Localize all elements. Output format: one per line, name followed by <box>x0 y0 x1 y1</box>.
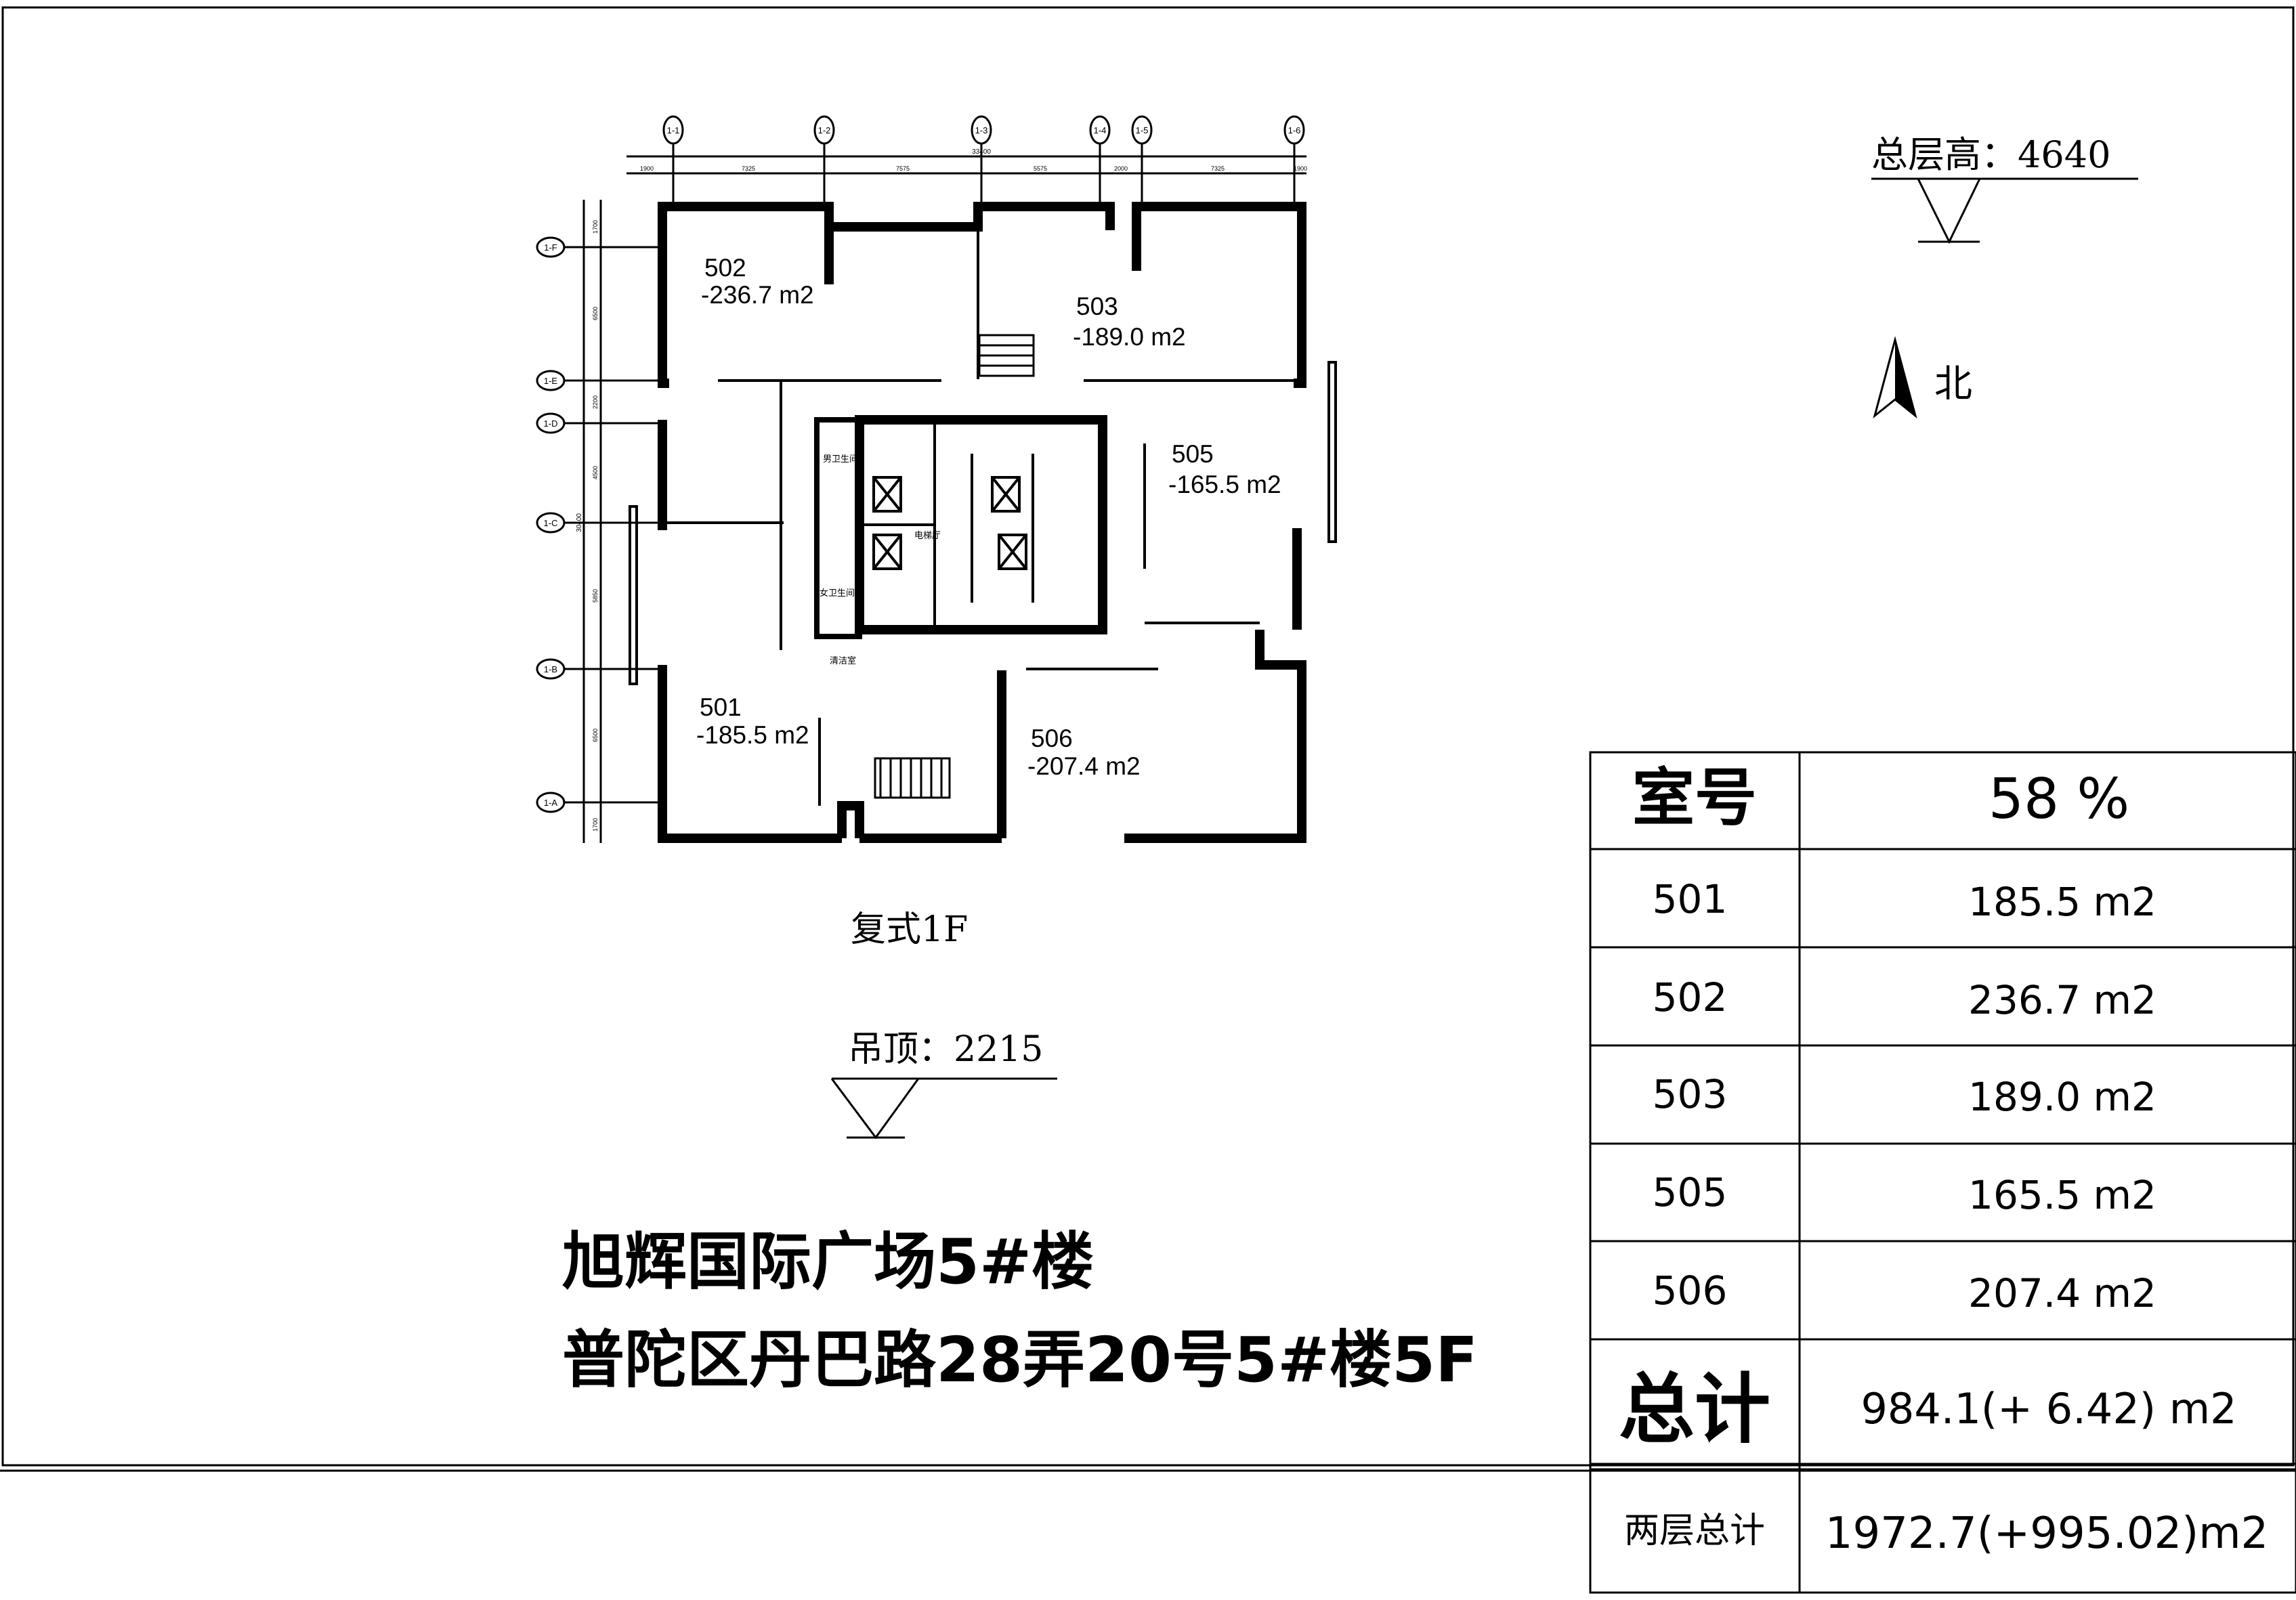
grid-axes-top <box>626 115 1306 207</box>
floor-height-label: 总层高：4640 <box>1871 133 2110 176</box>
dimension: 7325 <box>1211 165 1225 172</box>
dimension: 7575 <box>896 165 910 172</box>
stair-icons <box>874 334 1035 799</box>
grid-label: 1-1 <box>667 125 680 135</box>
unit-area: -236.7 m2 <box>701 281 814 309</box>
dimension: 5850 <box>592 589 599 603</box>
project-name: 旭辉国际广场5#楼 <box>562 1226 1094 1298</box>
dimension: 6500 <box>592 307 599 320</box>
ceiling-level-marker: 吊顶：2215 <box>830 1029 1057 1140</box>
table-room-no: 501 <box>1653 876 1728 922</box>
table-total-value: 984.1(+ 6.42) m2 <box>1861 1384 2236 1433</box>
dimension: 1900 <box>640 165 654 172</box>
table-room-no: 502 <box>1653 974 1728 1020</box>
grid-label: 1-D <box>544 418 558 429</box>
unit-number: 503 <box>1076 293 1118 320</box>
grid-label: 1-4 <box>1094 125 1107 135</box>
floor-height-marker: 总层高：4640 <box>1871 133 2138 244</box>
grid-label: 1-A <box>544 798 558 808</box>
north-label: 北 <box>1934 362 1972 406</box>
building-walls <box>658 202 1306 843</box>
table-area: 185.5 m2 <box>1968 879 2156 925</box>
dimension: 7325 <box>742 165 755 172</box>
table-area: 207.4 m2 <box>1968 1270 2156 1316</box>
project-address: 普陀区丹巴路28弄20号5#楼5F <box>562 1324 1478 1396</box>
unit-area: -189.0 m2 <box>1073 323 1186 351</box>
unit-area: -165.5 m2 <box>1168 471 1281 498</box>
floor-plan: 1-1 1-2 1-3 1-4 1-5 1-6 33400 1900 7325 … <box>536 115 1337 1140</box>
unit-number: 501 <box>700 693 742 721</box>
grid-label: 1-6 <box>1288 125 1301 135</box>
dimension: 6500 <box>592 729 599 742</box>
unit-number: 505 <box>1172 440 1214 468</box>
table-area: 189.0 m2 <box>1968 1074 2156 1120</box>
floor-label: 复式1F <box>851 909 968 950</box>
table-two-floor-value: 1972.7(+995.02)m2 <box>1825 1509 2269 1559</box>
table-room-no: 505 <box>1653 1169 1728 1215</box>
grid-label: 1-5 <box>1136 125 1149 135</box>
table-header-ratio: 58 % <box>1989 767 2129 831</box>
grid-label: 1-F <box>544 242 557 253</box>
grid-label: 1-2 <box>818 125 831 135</box>
grid-label: 1-E <box>544 376 558 386</box>
unit-number: 502 <box>704 254 746 282</box>
grid-axes-left <box>536 200 658 843</box>
table-two-floor-label: 两层总计 <box>1624 1511 1765 1551</box>
dimension: 1700 <box>592 818 599 831</box>
table-total-label: 总计 <box>1619 1366 1770 1454</box>
area-table: 室号 58 % 501 185.5 m2 502 236.7 m2 503 18… <box>1589 751 2296 1594</box>
room-label-men-wc: 男卫生间 <box>823 454 858 464</box>
room-labels: 男卫生间 女卫生间 电梯厅 清洁室 <box>820 454 941 666</box>
north-arrow: 北 <box>1873 336 1972 419</box>
dimension: 5575 <box>1034 165 1047 172</box>
ceiling-height-label: 吊顶：2215 <box>848 1029 1043 1070</box>
balconies <box>629 361 1337 685</box>
dimension: 4500 <box>592 466 599 479</box>
unit-number: 506 <box>1031 725 1073 752</box>
grid-label: 1-3 <box>975 125 988 135</box>
grid-label: 1-B <box>544 664 557 674</box>
interior-partitions <box>667 230 1297 806</box>
table-room-no: 506 <box>1653 1268 1728 1314</box>
room-label-lift-lobby: 电梯厅 <box>914 530 941 540</box>
dimension: 1900 <box>1294 165 1307 172</box>
elevator-icons <box>872 476 1027 570</box>
table-area: 165.5 m2 <box>1968 1172 2156 1218</box>
dimension-total: 30400 <box>576 513 583 532</box>
dimension: 1700 <box>592 220 599 234</box>
dimension: 2200 <box>592 395 599 409</box>
grid-label: 1-C <box>544 518 558 528</box>
unit-labels: 502 -236.7 m2 503 -189.0 m2 505 -165.5 m… <box>696 254 1281 780</box>
table-room-no: 503 <box>1653 1071 1728 1117</box>
table-header-room: 室号 <box>1632 762 1757 834</box>
unit-area: -207.4 m2 <box>1027 752 1141 780</box>
dimension: 2000 <box>1114 165 1128 172</box>
sheet-border <box>0 6 2296 1472</box>
room-label-cleaning: 清洁室 <box>830 655 856 666</box>
unit-area: -185.5 m2 <box>696 721 809 749</box>
room-label-women-wc: 女卫生间 <box>820 588 855 598</box>
project-title: 旭辉国际广场5#楼 普陀区丹巴路28弄20号5#楼5F <box>562 1226 1478 1396</box>
dimension-total: 33400 <box>972 148 991 156</box>
table-area: 236.7 m2 <box>1968 977 2156 1023</box>
